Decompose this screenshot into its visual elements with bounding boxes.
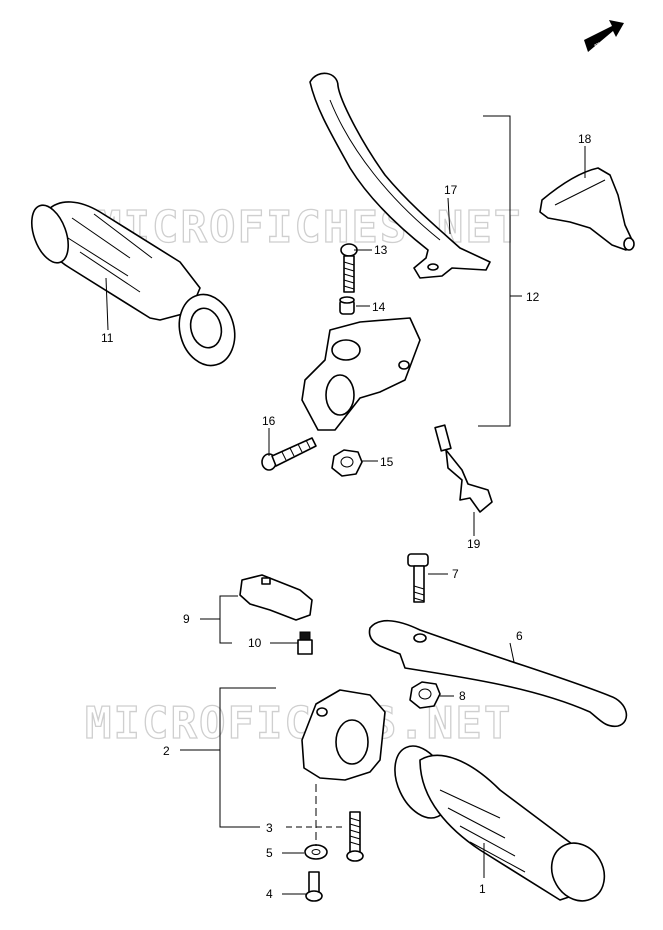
collar-14 (339, 296, 355, 315)
switch-19 (434, 424, 493, 513)
callout-9: 9 (183, 612, 190, 626)
callout-10: 10 (248, 636, 262, 650)
screw-10 (297, 631, 313, 655)
callout-18: 18 (578, 132, 592, 146)
switch-9 (239, 574, 313, 621)
callout-17: 17 (444, 183, 458, 197)
brake-lever-6 (368, 619, 628, 728)
callout-19: 19 (467, 537, 481, 551)
callout-8: 8 (459, 689, 466, 703)
right-grip (394, 745, 606, 902)
callout-7: 7 (452, 567, 459, 581)
watermark-bottom: MICROFICHES.NET (85, 698, 512, 749)
callout-16: 16 (262, 414, 276, 428)
callout-3: 3 (266, 821, 273, 835)
callout-12: 12 (526, 290, 540, 304)
callout-5: 5 (266, 846, 273, 860)
nut-8 (409, 681, 441, 709)
bolt-7 (407, 553, 429, 603)
screw-4 (305, 871, 323, 902)
callouts: 11 17 18 13 14 12 16 15 19 7 9 6 10 8 2 … (101, 132, 592, 901)
callout-14: 14 (372, 300, 386, 314)
screw-13 (340, 243, 358, 293)
screw-3 (346, 811, 364, 862)
fwd-arrow-icon: FWD (584, 20, 624, 52)
washer-5 (304, 844, 328, 860)
bolt-16 (261, 437, 317, 471)
switch-cover (539, 167, 635, 251)
watermark-top: MICROFICHES.NET (95, 202, 522, 253)
callout-2: 2 (163, 744, 170, 758)
lever-holder-upper (301, 317, 421, 431)
callout-4: 4 (266, 887, 273, 901)
callout-1: 1 (479, 882, 486, 896)
left-grip (30, 201, 236, 367)
callout-15: 15 (380, 455, 394, 469)
callout-11: 11 (101, 331, 114, 345)
nut-15 (331, 449, 363, 477)
leader-lines (105, 115, 586, 895)
callout-13: 13 (374, 243, 388, 257)
lever-upper (309, 72, 491, 279)
lever-holder-lower (301, 689, 386, 781)
callout-6: 6 (516, 629, 523, 643)
